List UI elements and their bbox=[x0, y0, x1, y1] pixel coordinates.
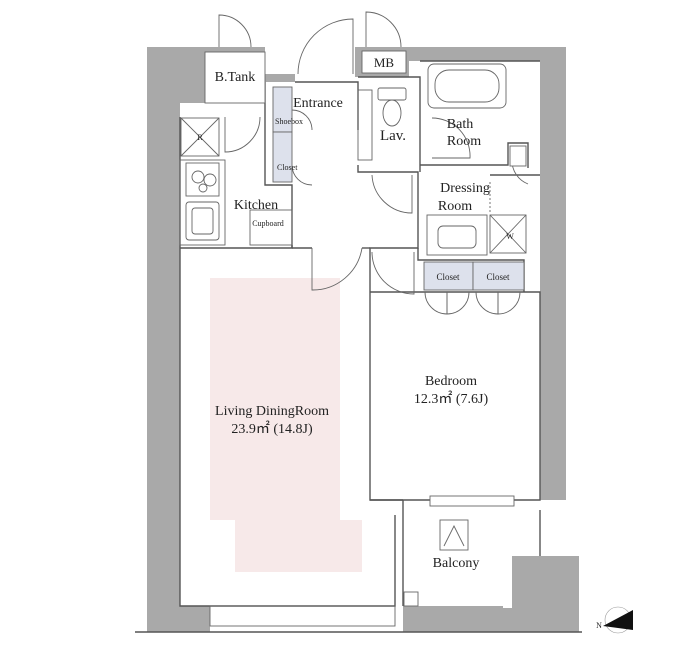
label-cupboard: Cupboard bbox=[252, 219, 284, 228]
column-bottom-right bbox=[502, 556, 579, 632]
wall-top-mid bbox=[265, 74, 295, 82]
north-arrow-icon bbox=[603, 610, 633, 630]
toilet bbox=[377, 87, 407, 101]
compass: N bbox=[596, 606, 633, 634]
label-shoebox: Shoebox bbox=[275, 117, 303, 126]
column-bottom-left bbox=[147, 552, 210, 632]
label-bedroom-area: 12.3㎡ (7.6J) bbox=[414, 391, 489, 407]
wall-top-right bbox=[409, 47, 566, 61]
label-mb: MB bbox=[374, 55, 395, 70]
compass-north: N bbox=[596, 621, 602, 630]
label-dressing-2: Room bbox=[438, 199, 472, 214]
structural-walls bbox=[147, 47, 579, 632]
mark-washer: W bbox=[506, 232, 514, 241]
wall-right bbox=[540, 47, 566, 500]
label-entrance: Entrance bbox=[293, 96, 343, 111]
label-bath-2: Room bbox=[447, 134, 481, 149]
mark-refrigerator: R bbox=[197, 133, 203, 142]
label-bath-1: Bath bbox=[447, 117, 473, 132]
label-closet-entrance: Closet bbox=[277, 163, 298, 172]
bathtub bbox=[427, 63, 507, 109]
label-lav: Lav. bbox=[380, 128, 406, 144]
wall-top-left bbox=[147, 47, 265, 117]
bedroom-closet-right bbox=[472, 261, 525, 291]
label-kitchen: Kitchen bbox=[234, 198, 278, 213]
room-labels: B.Tank MB Entrance Shoebox Closet Lav. B… bbox=[197, 55, 514, 571]
label-closet-left: Closet bbox=[436, 272, 460, 282]
label-dressing-1: Dressing bbox=[440, 181, 490, 196]
ldk-floor-rug bbox=[210, 278, 362, 572]
label-closet-right: Closet bbox=[486, 272, 510, 282]
label-bedroom-name: Bedroom bbox=[425, 374, 477, 389]
balcony-edge bbox=[403, 606, 503, 632]
vanity bbox=[426, 214, 488, 256]
label-ldk-name: Living DiningRoom bbox=[215, 404, 329, 419]
kitchen-sink bbox=[185, 201, 220, 241]
label-balcony: Balcony bbox=[433, 556, 480, 571]
label-btank: B.Tank bbox=[215, 70, 256, 85]
cooktop bbox=[185, 162, 220, 197]
wall-left bbox=[147, 117, 180, 552]
bedroom-closet-left bbox=[423, 261, 474, 291]
label-ldk-area: 23.9㎡ (14.8J) bbox=[231, 421, 313, 437]
fixtures bbox=[179, 50, 527, 607]
